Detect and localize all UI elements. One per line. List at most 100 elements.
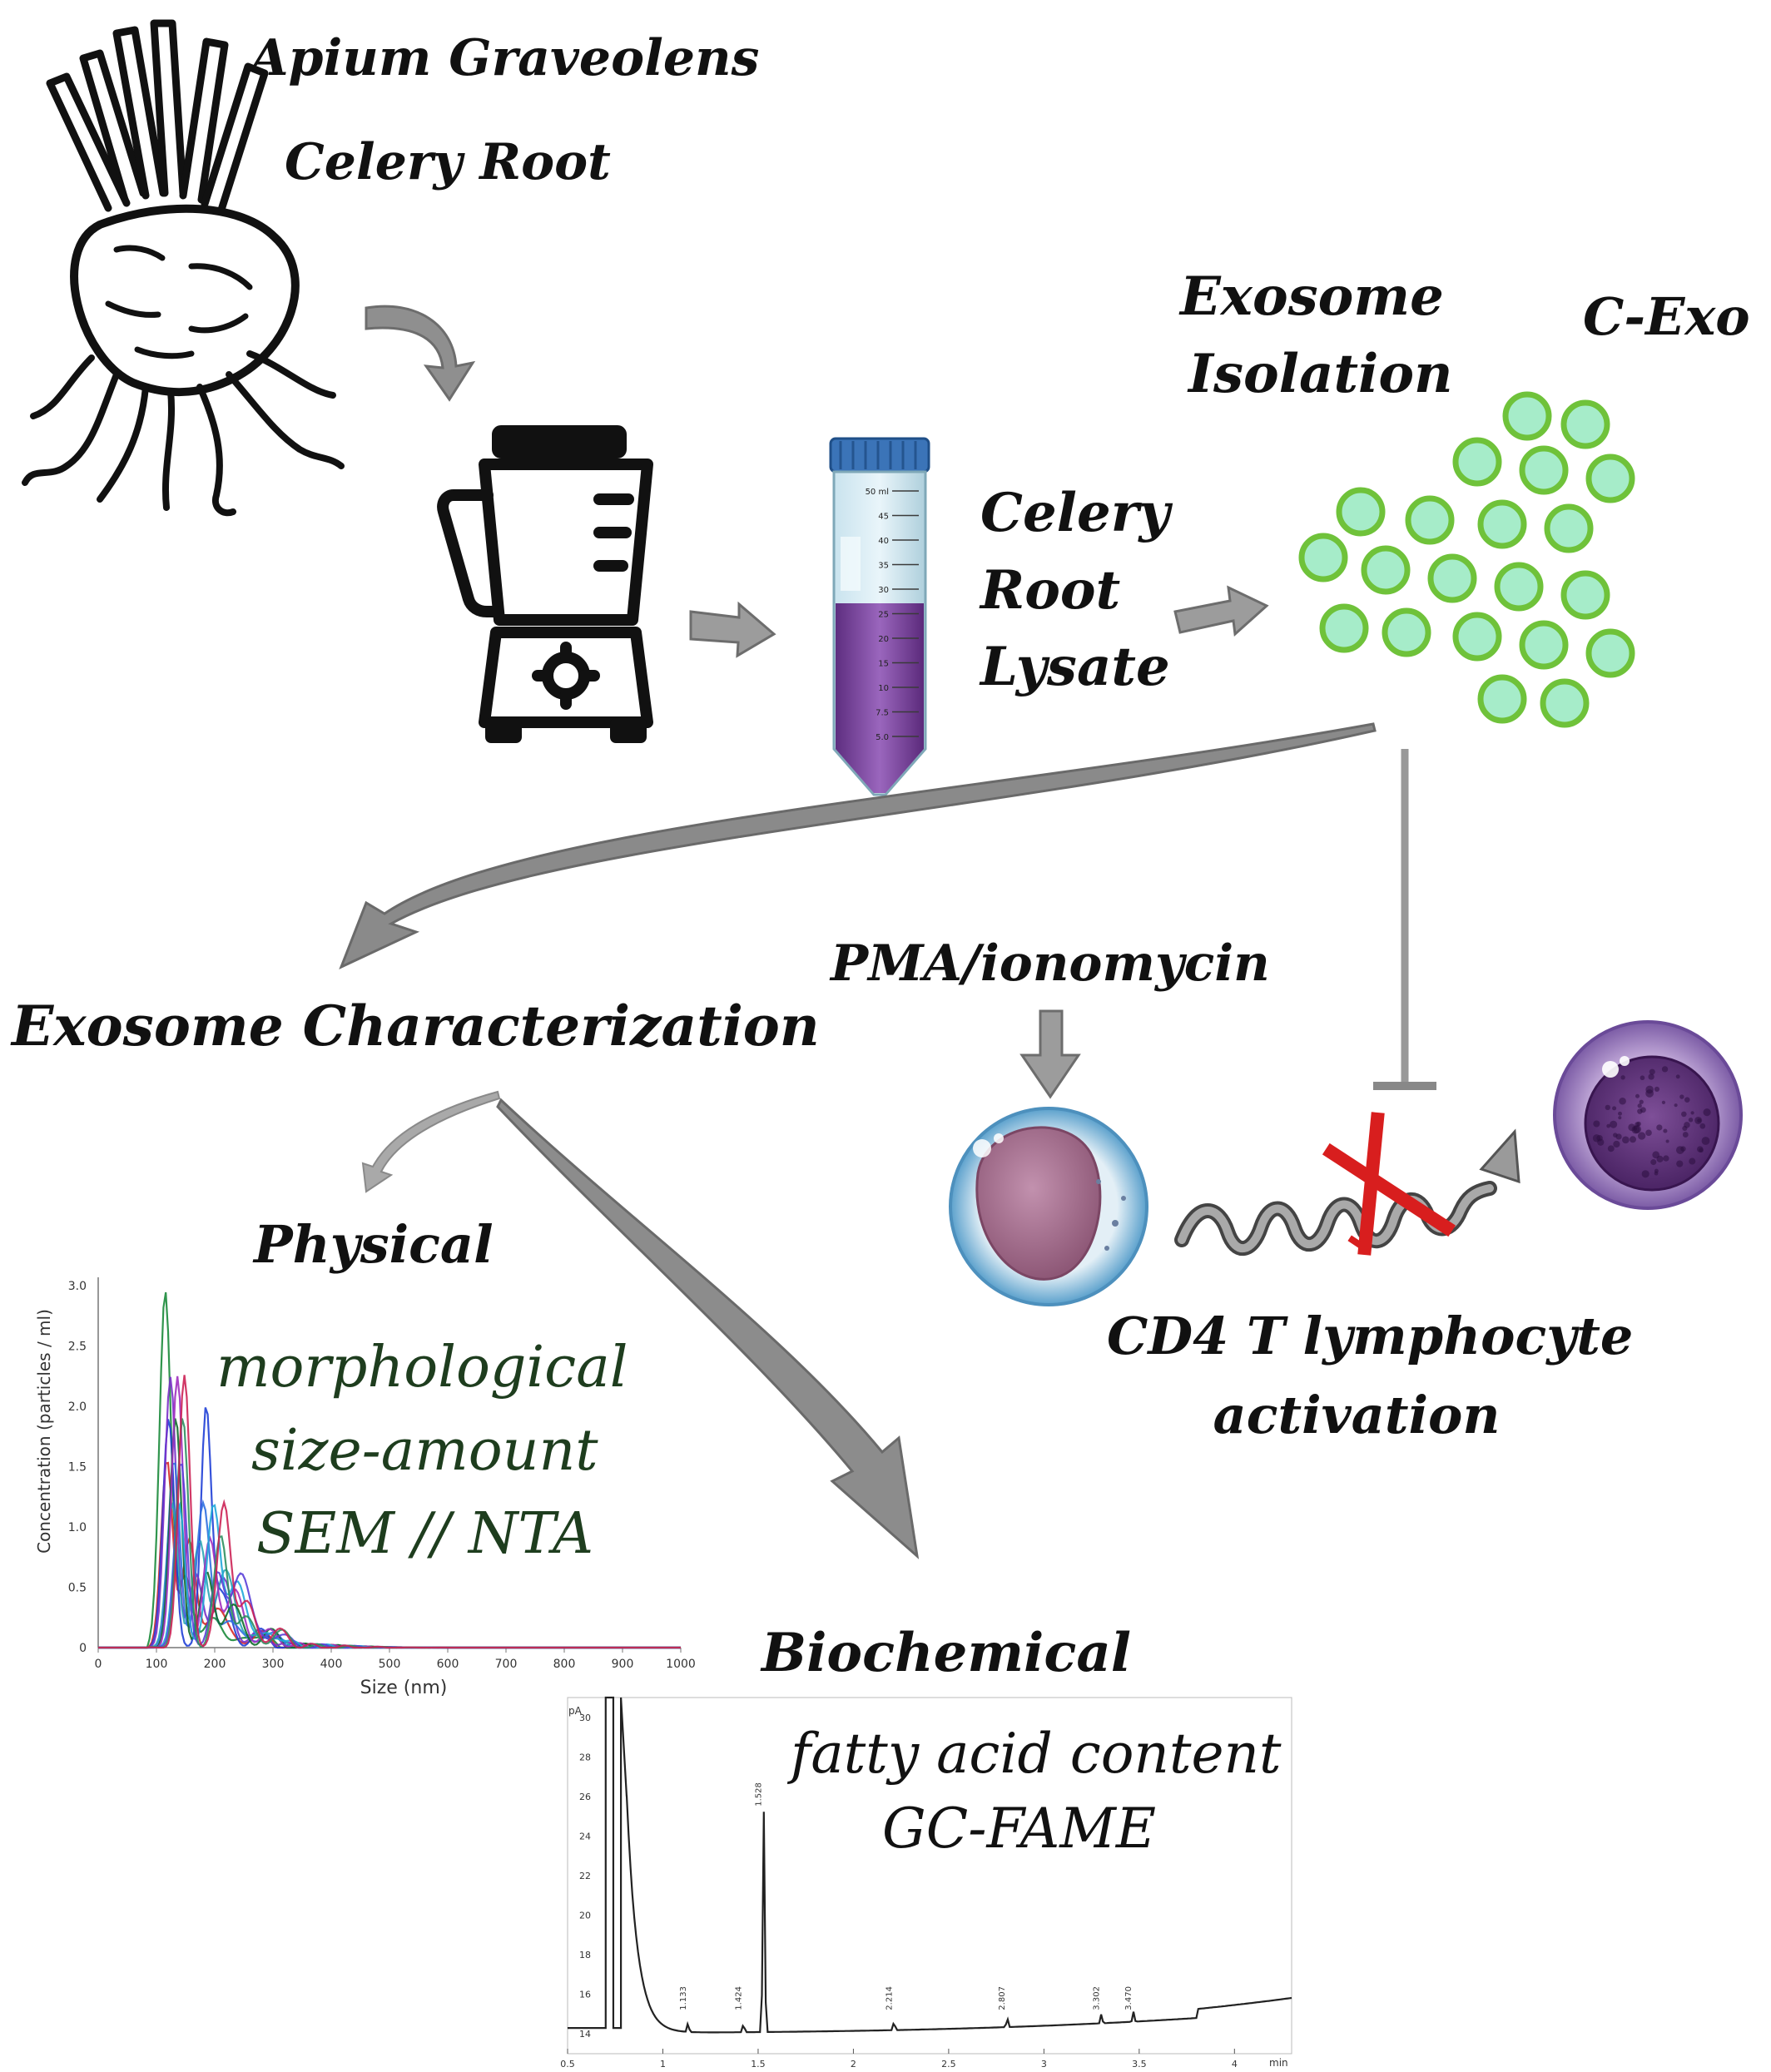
cexo-label: C-Exo (1583, 286, 1750, 347)
nucleus-granule (1684, 1097, 1690, 1103)
nta-ytick-label: 2.5 (68, 1341, 87, 1354)
exosome-particle (1560, 399, 1610, 449)
arrow-to-tcell (1019, 1009, 1081, 1099)
nucleus-granule (1622, 1136, 1630, 1144)
nta-ytick-label: 2.0 (68, 1400, 87, 1414)
nucleus-granule (1665, 1139, 1669, 1143)
nucleus-granule (1699, 1148, 1704, 1153)
nucleus-granule (1633, 1125, 1642, 1133)
nucleus-granule (1606, 1123, 1611, 1128)
exosome-particle (1502, 391, 1552, 441)
nucleus-granule (1597, 1138, 1605, 1146)
gc-peak-label: 3.302 (1093, 1986, 1102, 2010)
nucleus-granule (1703, 1108, 1711, 1117)
species-label: Apium Graveolens (250, 29, 760, 87)
fatty-acid-label: fatty acid content (791, 1722, 1282, 1786)
nucleus-granule (1701, 1137, 1710, 1145)
inhibit-x-icon (1322, 1112, 1456, 1256)
exosome-particle (1540, 678, 1590, 728)
nucleus-granule (1684, 1122, 1690, 1128)
activation-arrow (1174, 1128, 1520, 1256)
exosome-particle (1427, 553, 1477, 603)
exosome-particle (1544, 503, 1594, 553)
lysate-label-line3: Lysate (980, 636, 1170, 698)
nta-ylabel: Concentration (particles / ml) (34, 1309, 54, 1554)
pma-ionomycin-label: PMA/ionomycin (831, 934, 1270, 993)
resting-tcell-icon (949, 1107, 1148, 1306)
exosome-particle (1298, 533, 1348, 582)
gc-ytick-label: 22 (579, 1871, 591, 1881)
tube-tick-label: 45 (878, 513, 889, 522)
nucleus-granule (1689, 1157, 1696, 1165)
cd4-label-line1: CD4 T lymphocyte (1107, 1306, 1634, 1366)
exosome-particle (1336, 487, 1386, 537)
gc-yunit: pA (568, 1705, 583, 1717)
nta-curves (98, 1291, 681, 1649)
nucleus-granule (1620, 1075, 1625, 1080)
nta-xtick-label: 0 (95, 1658, 102, 1671)
nucleus-granule (1618, 1111, 1622, 1116)
nta-xtick-label: 400 (320, 1658, 343, 1671)
nta-ytick-label: 0 (79, 1642, 87, 1655)
nucleus-granule (1645, 1129, 1652, 1137)
exosome-particle (1519, 620, 1569, 670)
nucleus-granule (1638, 1132, 1646, 1140)
nucleus-granule (1613, 1140, 1620, 1148)
gc-ytick-label: 16 (579, 1990, 591, 2000)
exosome-particle (1477, 674, 1527, 724)
tube-tick-label: 30 (878, 586, 889, 595)
nucleus-granule (1605, 1104, 1610, 1111)
morphological-label: morphological (216, 1335, 628, 1400)
nucleus-granule (1648, 1073, 1654, 1080)
sem-nta-label: SEM // NTA (256, 1501, 594, 1567)
arrow-to-blender (365, 305, 476, 402)
nta-ytick-label: 3.0 (68, 1280, 87, 1293)
tube-tick-label: 15 (878, 660, 889, 669)
gc-xtick-label: 2 (851, 2059, 856, 2070)
nta-xtick-label: 900 (612, 1658, 634, 1671)
nucleus-granule (1680, 1146, 1686, 1152)
nucleus-granule (1654, 1086, 1659, 1092)
nucleus-granule (1612, 1106, 1617, 1111)
exosome-particle (1560, 570, 1610, 620)
exosome-particle (1519, 445, 1569, 495)
nta-ytick-label: 0.5 (68, 1582, 87, 1595)
tube-tick-label: 40 (878, 537, 889, 546)
inhibition-line (1373, 749, 1436, 1090)
exosome-particle (1452, 437, 1502, 487)
nucleus-granule (1618, 1116, 1622, 1120)
gc-xtick-label: 3.5 (1132, 2059, 1147, 2070)
arrow-to-characterization (339, 722, 1377, 969)
gc-ytick-label: 30 (579, 1713, 591, 1723)
gc-trace (568, 1696, 1292, 2034)
nucleus-granule (1688, 1118, 1694, 1123)
physical-label: Physical (254, 1214, 494, 1275)
nta-series-curve (98, 1375, 681, 1649)
exosome-particle (1361, 545, 1411, 595)
nucleus-granule (1679, 1094, 1684, 1099)
nta-xlabel: Size (nm) (360, 1678, 448, 1698)
gc-peak-label: 1.133 (679, 1986, 688, 2010)
cd4-label-line2: activation (1213, 1385, 1501, 1445)
nucleus-granule (1675, 1074, 1680, 1079)
exosome-isolation-label-line1: Exosome (1180, 265, 1444, 328)
nucleus-granule (1682, 1132, 1689, 1138)
nucleus-granule (1697, 1118, 1702, 1123)
nucleus-granule (1654, 1171, 1659, 1176)
biochemical-label: Biochemical (761, 1622, 1132, 1684)
exosome-particle (1452, 612, 1502, 662)
nta-xtick-label: 800 (553, 1658, 576, 1671)
celery-root-label: Celery Root (285, 133, 611, 191)
tube-tick-label: 25 (878, 611, 889, 620)
nucleus-granule (1650, 1159, 1657, 1166)
nucleus-granule (1663, 1155, 1669, 1162)
arrow-to-tube (689, 601, 776, 658)
gc-ytick-label: 14 (579, 2029, 591, 2040)
activated-tcell-icon (1553, 1020, 1743, 1210)
gc-ytick-label: 24 (579, 1831, 591, 1842)
gc-xtick-label: 1.5 (751, 2059, 766, 2070)
nucleus-granule (1635, 1093, 1640, 1098)
